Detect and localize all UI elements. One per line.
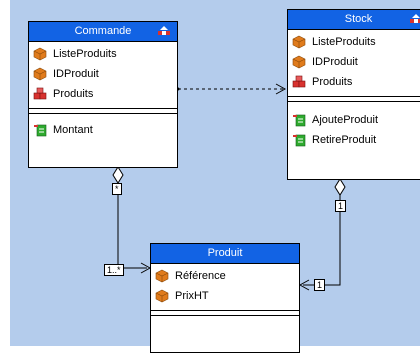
attribute-row[interactable]: ListeProduits bbox=[33, 44, 173, 64]
dependency-arrowhead bbox=[275, 83, 287, 95]
operation-label: AjouteProduit bbox=[312, 114, 379, 126]
compartment-divider bbox=[29, 108, 177, 109]
stock-produit-arrowhead bbox=[298, 279, 310, 291]
attribute-row[interactable]: IDProduit bbox=[33, 64, 173, 84]
attribute-label: Référence bbox=[175, 270, 226, 282]
stock-aggregation-diamond bbox=[334, 178, 346, 196]
attribute-icon bbox=[292, 55, 306, 69]
attributes-produit: Référence PrixHT bbox=[151, 264, 299, 306]
operation-icon bbox=[293, 134, 306, 147]
attribute-icon bbox=[292, 35, 306, 49]
class-stock[interactable]: Stock ListeProduits IDProduit Produits bbox=[287, 9, 420, 180]
attribute-label: ListeProduits bbox=[312, 36, 376, 48]
attribute-label: PrixHT bbox=[175, 290, 209, 302]
multiplicity-produit-stock: 1 bbox=[314, 279, 326, 291]
class-header-commande[interactable]: Commande bbox=[29, 22, 177, 42]
operations-commande: Montant bbox=[29, 118, 177, 140]
operation-label: Montant bbox=[53, 124, 93, 136]
commande-aggregation-diamond bbox=[112, 166, 124, 184]
attribute-icon bbox=[155, 269, 169, 283]
class-title-stock: Stock bbox=[344, 13, 373, 25]
attribute-icon bbox=[33, 47, 47, 61]
operation-icon bbox=[293, 114, 306, 127]
attribute-icon bbox=[155, 289, 169, 303]
attributes-stock: ListeProduits IDProduit Produits bbox=[288, 30, 420, 92]
operation-row[interactable]: AjouteProduit bbox=[292, 110, 420, 130]
class-title-produit: Produit bbox=[207, 247, 243, 259]
class-header-produit[interactable]: Produit bbox=[151, 244, 299, 264]
attribute-row[interactable]: Référence bbox=[155, 266, 295, 286]
compartment-divider bbox=[288, 96, 420, 97]
attributes-commande: ListeProduits IDProduit Produits bbox=[29, 42, 177, 104]
compartment-divider bbox=[151, 310, 299, 311]
class-produit[interactable]: Produit Référence PrixHT bbox=[150, 243, 300, 353]
multiplicity-produit-commande: 1..* bbox=[104, 264, 124, 276]
attribute-row[interactable]: ListeProduits bbox=[292, 32, 420, 52]
compartment-divider bbox=[29, 113, 177, 114]
attribute-icon bbox=[33, 67, 47, 81]
attribute-label: ListeProduits bbox=[53, 48, 117, 60]
entity-stereotype-icon bbox=[158, 26, 170, 35]
attribute-row[interactable]: IDProduit bbox=[292, 52, 420, 72]
multiplicity-stock: 1 bbox=[335, 200, 347, 212]
attribute-label: Produits bbox=[312, 76, 353, 88]
class-commande[interactable]: Commande ListeProduits IDProduit Produit… bbox=[28, 21, 178, 168]
class-title-commande: Commande bbox=[74, 25, 132, 37]
attribute-row[interactable]: Produits bbox=[292, 72, 420, 92]
attribute-row[interactable]: PrixHT bbox=[155, 286, 295, 306]
operation-row[interactable]: Montant bbox=[33, 120, 173, 140]
class-header-stock[interactable]: Stock bbox=[288, 10, 420, 30]
commande-produit-association bbox=[117, 183, 147, 269]
association-attribute-icon bbox=[33, 87, 47, 100]
multiplicity-commande: * bbox=[112, 183, 122, 195]
attribute-label: Produits bbox=[53, 88, 94, 100]
compartment-divider bbox=[288, 101, 420, 102]
attribute-label: IDProduit bbox=[312, 56, 358, 68]
operation-label: RetireProduit bbox=[312, 134, 377, 146]
attribute-label: IDProduit bbox=[53, 68, 99, 80]
entity-stereotype-icon bbox=[410, 14, 420, 23]
attribute-row[interactable]: Produits bbox=[33, 84, 173, 104]
operations-stock: AjouteProduit RetireProduit bbox=[288, 108, 420, 150]
compartment-divider bbox=[151, 315, 299, 316]
association-attribute-icon bbox=[292, 75, 306, 88]
operation-row[interactable]: RetireProduit bbox=[292, 130, 420, 150]
operation-icon bbox=[34, 124, 47, 137]
